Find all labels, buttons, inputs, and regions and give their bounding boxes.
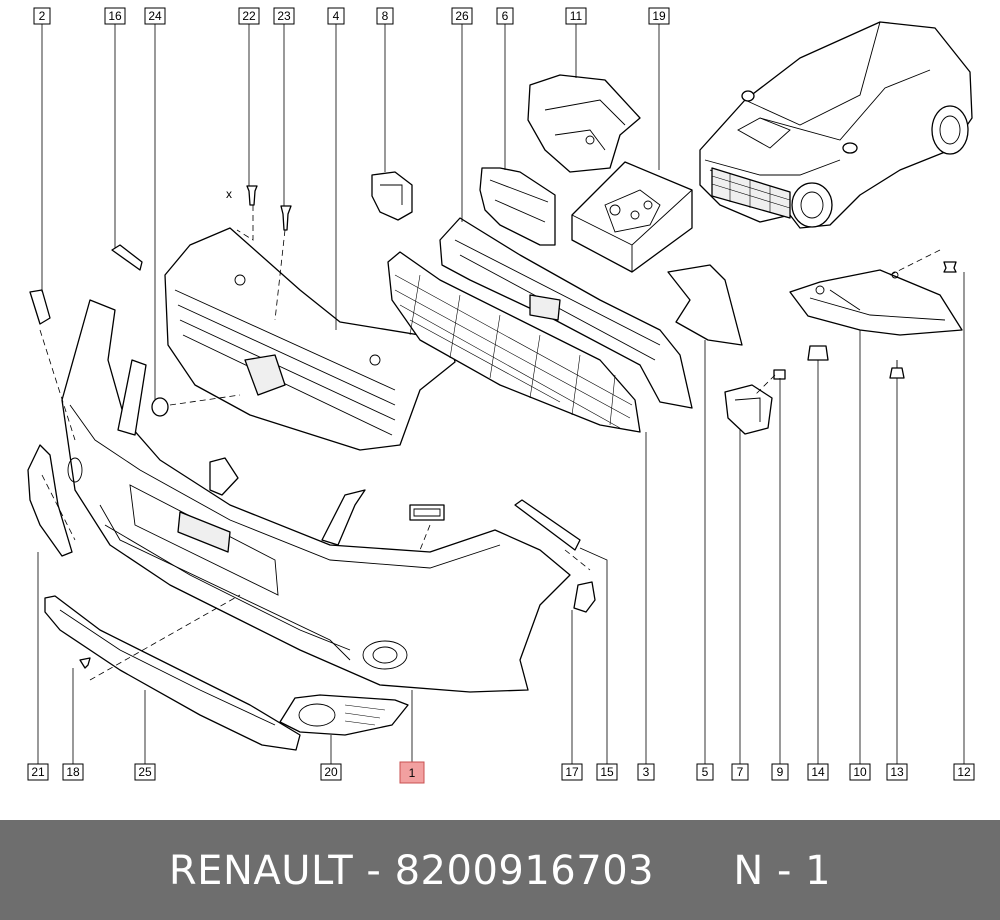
callout-19: 19	[648, 7, 670, 25]
leader-lines	[37, 24, 965, 764]
part-6-bracket	[479, 167, 556, 246]
svg-text:10: 10	[853, 765, 867, 779]
part-7-clip	[724, 384, 773, 435]
part-1-bumper-cover	[61, 299, 571, 693]
svg-text:24: 24	[148, 9, 162, 23]
exploded-parts-diagram: x	[27, 7, 975, 784]
part-22-screw	[246, 185, 258, 206]
assembly-lines	[39, 205, 941, 681]
part-8-clip	[371, 171, 413, 221]
svg-text:14: 14	[811, 765, 825, 779]
callout-14: 14	[807, 763, 829, 781]
svg-text:20: 20	[324, 765, 338, 779]
part-number: 8200916703	[394, 848, 655, 894]
part-15-strip	[514, 499, 581, 551]
position-code: N - 1	[733, 848, 832, 894]
svg-text:4: 4	[333, 9, 340, 23]
callout-22: 22	[238, 7, 260, 25]
callout-10: 10	[849, 763, 871, 781]
car-illustration	[699, 21, 973, 229]
svg-text:26: 26	[455, 9, 469, 23]
part-4-upper-grille	[164, 227, 456, 451]
callout-9: 9	[771, 763, 789, 781]
part-21-bracket	[27, 444, 73, 557]
part-10-bracket	[789, 269, 963, 336]
callouts-top: 2 16 24 22 23 4 8 26 6 11 19	[33, 7, 670, 25]
svg-text:2: 2	[39, 9, 46, 23]
callouts-bottom: 21 18 25 20 1 17 15 3 5 7 9 14 10 13 12	[27, 761, 975, 784]
callout-8: 8	[376, 7, 394, 25]
svg-text:13: 13	[890, 765, 904, 779]
part-19-fastener-box	[571, 161, 693, 273]
svg-text:3: 3	[643, 765, 650, 779]
svg-text:25: 25	[138, 765, 152, 779]
part-17-clip	[573, 581, 596, 613]
callout-17: 17	[561, 763, 583, 781]
callout-15: 15	[596, 763, 618, 781]
callout-13: 13	[886, 763, 908, 781]
caption-gap	[654, 848, 733, 894]
callout-2: 2	[33, 7, 51, 25]
x-mark: x	[226, 187, 232, 201]
svg-text:9: 9	[777, 765, 784, 779]
svg-text:21: 21	[31, 765, 45, 779]
part-9-clip	[773, 369, 786, 380]
callout-26: 26	[451, 7, 473, 25]
svg-text:11: 11	[570, 9, 583, 23]
svg-text:19: 19	[652, 9, 666, 23]
part-26-grille-frame	[439, 217, 693, 409]
svg-text:1: 1	[409, 766, 416, 780]
callout-3: 3	[637, 763, 655, 781]
footer-bar: RENAULT - 8200916703 N - 1	[0, 820, 1000, 920]
svg-text:23: 23	[277, 9, 291, 23]
license-plate-bracket	[409, 504, 445, 521]
part-13-clip	[889, 360, 905, 379]
svg-text:6: 6	[502, 9, 509, 23]
callout-23: 23	[273, 7, 295, 25]
part-20-fog-cover	[279, 694, 409, 736]
caption-separator: -	[353, 848, 395, 894]
callout-6: 6	[496, 7, 514, 25]
callout-4: 4	[327, 7, 345, 25]
part-16-bracket	[111, 244, 143, 271]
part-25-spoiler	[44, 595, 301, 751]
part-5-deflector	[667, 264, 743, 346]
callout-18: 18	[62, 763, 84, 781]
part-3-mesh-grille	[387, 251, 641, 433]
svg-text:5: 5	[702, 765, 709, 779]
brand-name: RENAULT	[168, 848, 354, 894]
part-18-clip	[79, 657, 91, 669]
part-23-screw	[280, 205, 292, 231]
callout-5: 5	[696, 763, 714, 781]
part-11-bracket	[527, 74, 641, 173]
callout-25: 25	[134, 763, 156, 781]
svg-text:15: 15	[600, 765, 614, 779]
part-2-clip	[29, 289, 51, 325]
svg-text:17: 17	[565, 765, 579, 779]
footer-caption: RENAULT - 8200916703 N - 1	[0, 848, 1000, 894]
part-12-clip	[943, 261, 957, 273]
svg-text:16: 16	[108, 9, 122, 23]
callout-1-highlighted: 1	[399, 761, 425, 784]
svg-text:7: 7	[737, 765, 744, 779]
part-14-clip	[807, 345, 829, 361]
callout-11: 11	[565, 7, 587, 25]
callout-12: 12	[953, 763, 975, 781]
callout-24: 24	[144, 7, 166, 25]
callout-16: 16	[104, 7, 126, 25]
callout-21: 21	[27, 763, 49, 781]
svg-text:8: 8	[382, 9, 389, 23]
svg-text:18: 18	[66, 765, 80, 779]
svg-text:12: 12	[957, 765, 971, 779]
part-24-cap	[151, 397, 169, 417]
callout-20: 20	[320, 763, 342, 781]
callout-7: 7	[731, 763, 749, 781]
svg-text:22: 22	[242, 9, 256, 23]
